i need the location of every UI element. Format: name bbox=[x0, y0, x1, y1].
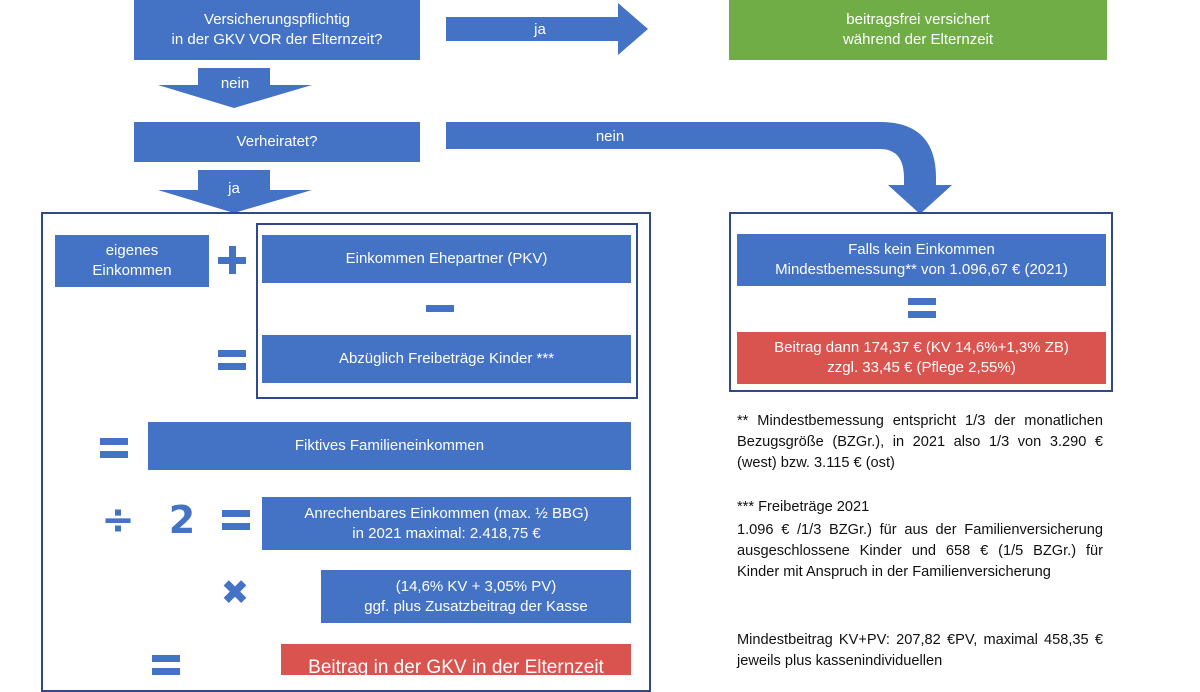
spouse-income-frame bbox=[256, 223, 638, 399]
minimum-assessment-box: Falls kein Einkommen Mindestbemessung** … bbox=[737, 234, 1106, 286]
married-question-box: Verheiratet? bbox=[134, 122, 420, 162]
note-contribution-range: Mindestbeitrag KV+PV: 207,82 €PV, maxima… bbox=[737, 632, 1103, 669]
note-minimum-assessment: ** Mindestbemessung entspricht 1/3 der m… bbox=[737, 413, 1103, 471]
gkv-contribution-result-box: Beitrag in der GKV in der Elternzeit bbox=[281, 644, 631, 678]
rates-box: (14,6% KV + 3,05% PV) ggf. plus Zusatzbe… bbox=[321, 570, 631, 623]
no-income-frame bbox=[729, 212, 1113, 392]
divisor-value: 2 bbox=[168, 498, 196, 542]
divide-operator: ÷ bbox=[101, 497, 135, 543]
note-allowances-title: *** Freibeträge 2021 bbox=[737, 499, 870, 515]
married-yes-label: ja bbox=[228, 180, 240, 197]
chargeable-income-box: Anrechenbares Einkommen (max. ½ BBG) in … bbox=[262, 497, 631, 550]
arrow-no-down bbox=[158, 68, 312, 108]
contribution-free-box: beitragsfrei versichert während der Elte… bbox=[729, 0, 1107, 60]
plus-operator bbox=[212, 238, 252, 282]
arrow-yes-right bbox=[446, 3, 648, 55]
gkv-question-box: Versicherungspflichtig in der GKV VOR de… bbox=[134, 0, 420, 60]
fictive-income-box: Fiktives Familieneinkommen bbox=[148, 422, 631, 470]
flow-arrows bbox=[158, 3, 952, 214]
minimum-contribution-box: Beitrag dann 174,37 € (KV 14,6%+1,3% ZB)… bbox=[737, 332, 1106, 384]
equals-operator-1 bbox=[212, 340, 252, 380]
multiply-operator: ✖ bbox=[220, 573, 250, 613]
own-income-box: eigenes Einkommen bbox=[55, 235, 209, 287]
no-label: nein bbox=[220, 75, 250, 92]
note-allowances-body: 1.096 € /1/3 BZGr.) für aus der Familien… bbox=[737, 522, 1103, 580]
equals-operator-3 bbox=[216, 500, 256, 540]
equals-operator-2 bbox=[94, 428, 134, 468]
child-allowance-box: Abzüglich Freibeträge Kinder *** bbox=[262, 335, 631, 383]
spouse-income-box: Einkommen Ehepartner (PKV) bbox=[262, 235, 631, 283]
equals-operator-right bbox=[902, 292, 942, 328]
yes-label: ja bbox=[534, 21, 546, 38]
arrow-married-no bbox=[446, 122, 952, 214]
minus-operator bbox=[420, 296, 460, 320]
arrow-married-yes-down bbox=[158, 170, 312, 213]
married-no-label: nein bbox=[595, 128, 625, 145]
equals-operator-4 bbox=[146, 650, 186, 675]
